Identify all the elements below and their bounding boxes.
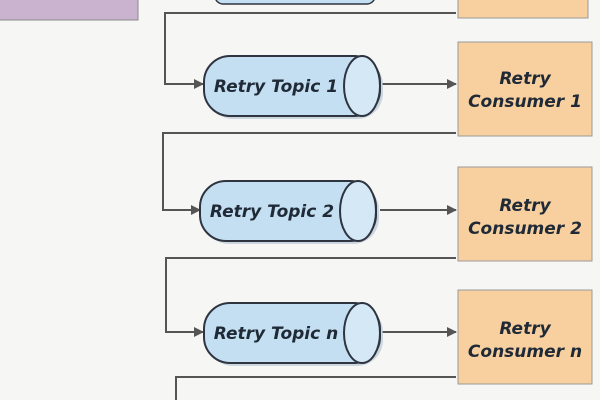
retry-consumer-n-line2: Consumer n (468, 342, 582, 362)
retry-consumer-2: Retry Consumer 2 (457, 166, 593, 262)
connector-below-topic-n (175, 376, 456, 400)
retry-consumer-n: Retry Consumer n (457, 289, 593, 385)
top-topic-partial (215, 0, 375, 5)
retry-consumer-1-line2: Consumer 1 (468, 92, 582, 112)
retry-consumer-1-line1: Retry (499, 69, 551, 89)
retry-consumer-n-line1: Retry (499, 319, 551, 339)
connector-to-retry-topic-2 (162, 132, 456, 215)
connector-to-retry-topic-n (165, 257, 456, 337)
producer-box-partial (0, 0, 139, 21)
retry-topic-n-label: Retry Topic n (214, 324, 338, 344)
retry-topic-2: Retry Topic 2 (199, 180, 379, 244)
top-consumer-partial (457, 0, 589, 19)
retry-topic-n: Retry Topic n (203, 302, 383, 366)
retry-topic-1-label: Retry Topic 1 (214, 77, 338, 97)
retry-consumer-2-line1: Retry (499, 196, 551, 216)
retry-topic-1: Retry Topic 1 (203, 55, 383, 119)
retry-consumer-1: Retry Consumer 1 (457, 41, 593, 137)
retry-topic-2-label: Retry Topic 2 (210, 202, 334, 222)
retry-consumer-2-line2: Consumer 2 (468, 219, 582, 239)
connector-to-retry-topic-1 (164, 12, 456, 89)
